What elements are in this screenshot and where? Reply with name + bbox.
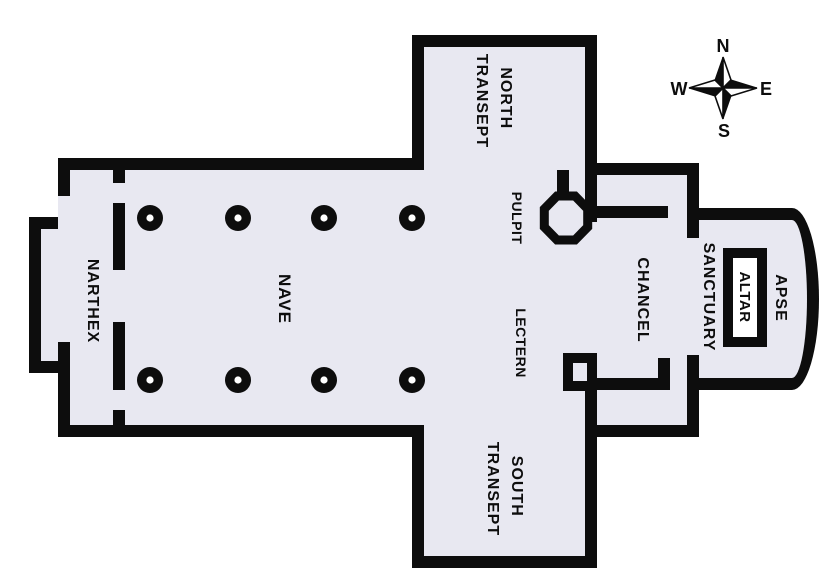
compass-east-point-light: [721, 87, 758, 97]
sanctuary-south-wall: [687, 378, 792, 390]
sanctuary-label: SANCTUARY: [700, 243, 717, 352]
sanctuary-divider-south: [687, 355, 699, 437]
room-labels: NARTHEX NAVE NORTH TRANSEPT SOUTH TRANSE…: [84, 54, 789, 536]
altar-interior: [733, 258, 757, 337]
compass-south-point-light: [714, 86, 724, 120]
narthex-divider-north-stub: [113, 170, 125, 183]
compass-rose: N E S W: [671, 36, 773, 141]
north-transept-label: NORTH TRANSEPT: [473, 54, 514, 148]
chancel-south-wall: [585, 425, 699, 437]
column: [225, 205, 251, 231]
south-transept-label: SOUTH TRANSEPT: [484, 442, 525, 536]
compass-west-point-light: [688, 79, 725, 89]
chancel-label: CHANCEL: [634, 257, 651, 342]
apse-floor: [792, 220, 807, 378]
altar-structure: ALTAR: [723, 248, 767, 347]
porch-west-wall: [29, 217, 41, 373]
narthex-divider-upper-wall: [113, 203, 125, 270]
compass-south-letter: S: [718, 121, 730, 141]
lectern-box-interior: [573, 363, 587, 381]
pulpit-step: [557, 170, 569, 196]
transepts-floor: [412, 35, 597, 568]
nave-columns: [137, 205, 425, 393]
pulpit-octagon: [539, 191, 593, 245]
apse-label: APSE: [772, 274, 789, 322]
lectern-label: LECTERN: [513, 308, 529, 378]
pulpit-label: PULPIT: [509, 192, 525, 245]
pulpit-structure: [539, 170, 668, 245]
compass-west-letter: W: [671, 79, 688, 99]
chancel-south-rail-return: [658, 358, 670, 390]
column: [137, 205, 163, 231]
narthex-west-wall-upper: [58, 158, 70, 196]
compass-north-letter: N: [717, 36, 730, 56]
nave-south-wall: [58, 425, 424, 437]
altar-label: ALTAR: [736, 271, 753, 322]
north-transept-west-wall: [412, 35, 424, 170]
south-transept-west-wall: [412, 425, 424, 568]
lectern-structure: [563, 353, 670, 391]
column: [137, 367, 163, 393]
column: [311, 205, 337, 231]
sanctuary-divider-north: [687, 163, 699, 238]
chancel-south-rail: [597, 378, 670, 390]
south-transept-east-wall: [585, 378, 597, 568]
column: [225, 367, 251, 393]
chancel-north-wall: [585, 163, 699, 175]
nave-north-wall: [58, 158, 424, 170]
walls: [29, 35, 792, 568]
column: [399, 367, 425, 393]
narthex-divider-south-stub: [113, 410, 125, 425]
narthex-label: NARTHEX: [84, 259, 101, 343]
compass-east-letter: E: [760, 79, 772, 99]
chancel-north-rail: [591, 206, 668, 218]
south-transept-south-wall: [412, 556, 597, 568]
nave-label: NAVE: [275, 274, 294, 324]
column: [399, 205, 425, 231]
narthex-west-wall-lower: [58, 342, 70, 437]
porch-north-wall: [29, 217, 58, 229]
narthex-divider-lower-wall: [113, 322, 125, 390]
north-transept-east-wall: [585, 35, 597, 222]
column: [311, 367, 337, 393]
compass-north-point-light: [722, 56, 732, 90]
north-transept-north-wall: [412, 35, 597, 47]
sanctuary-north-wall: [687, 208, 792, 220]
porch-south-wall: [29, 361, 58, 373]
